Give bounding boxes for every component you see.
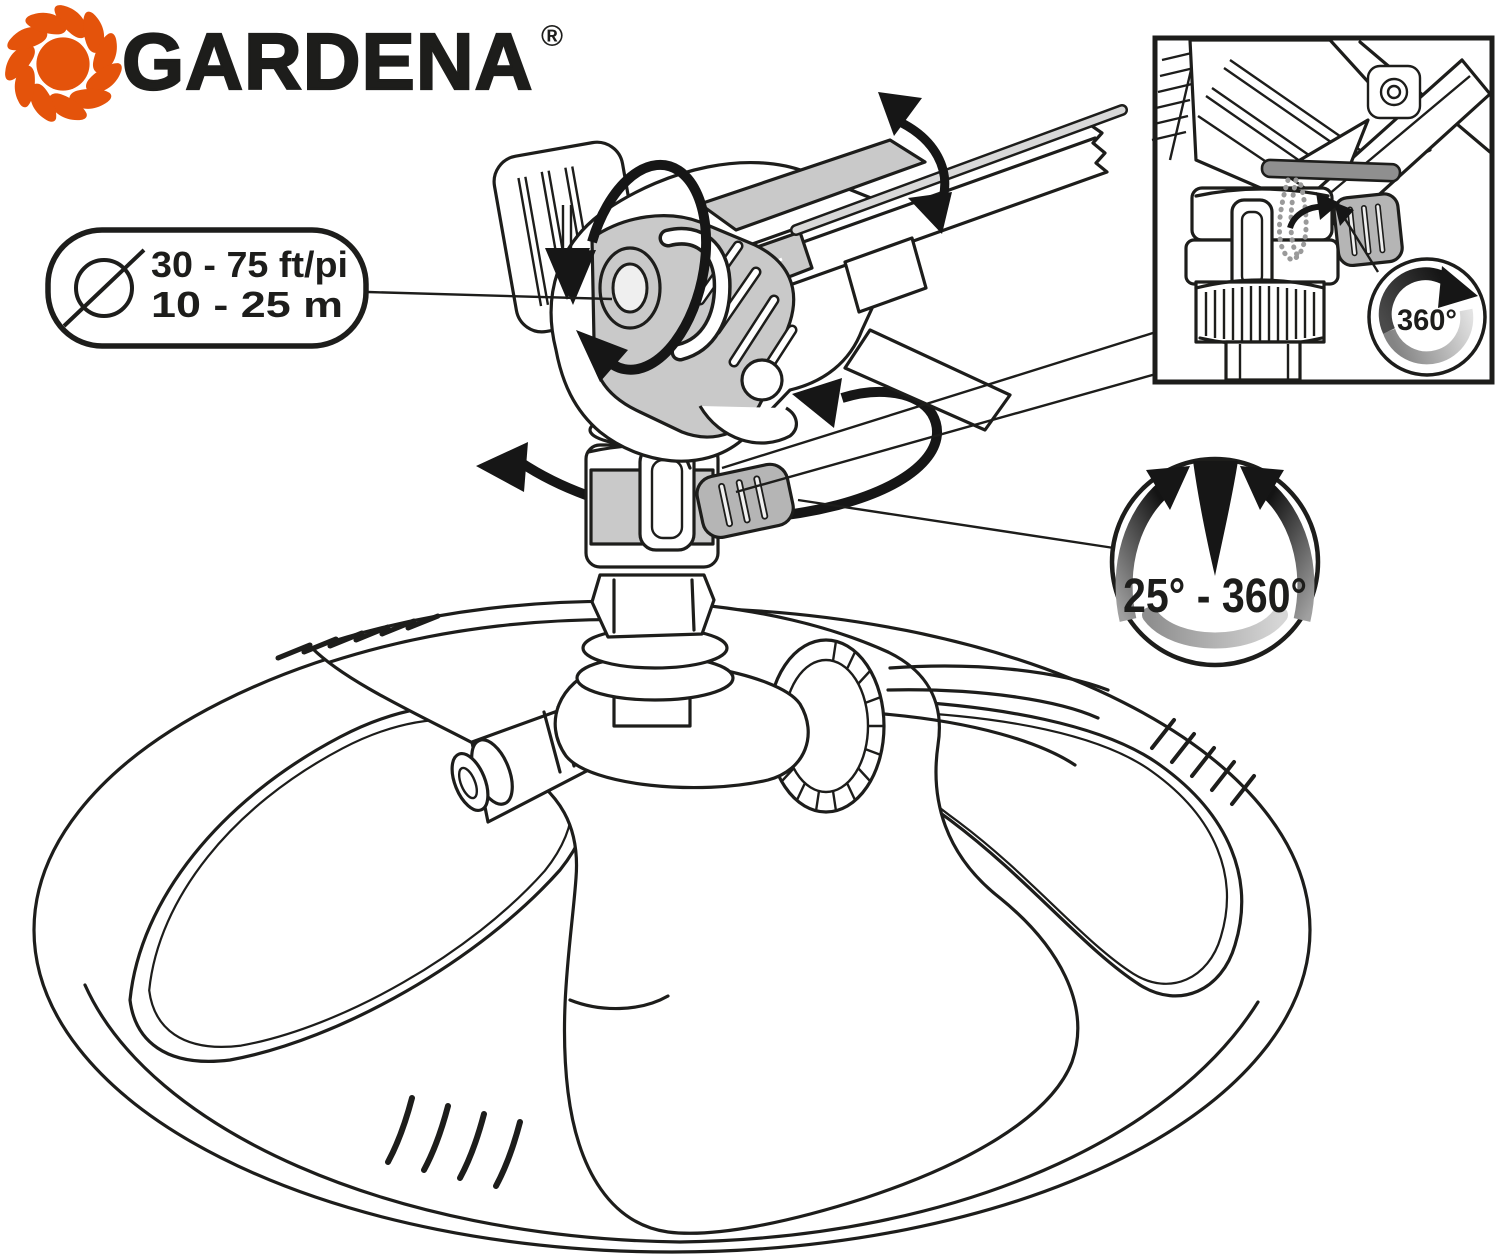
spray-width-callout: 30 - 75 ft/pi 10 - 25 m bbox=[45, 227, 369, 349]
riser-nut bbox=[590, 573, 716, 639]
inset-ribbed-nut bbox=[1194, 278, 1326, 347]
sector-arrow-left-icon bbox=[1146, 466, 1190, 510]
detail-inset: 360° bbox=[1151, 35, 1495, 385]
spring-cap bbox=[740, 358, 784, 402]
hood-creases bbox=[568, 664, 1110, 1011]
spray-width-line-1: 30 - 75 ft/pi bbox=[151, 244, 348, 285]
deflector-arm bbox=[843, 328, 1012, 432]
barrel-window bbox=[843, 236, 928, 314]
gardena-logo: GARDENA ® bbox=[1, 1, 563, 128]
sector-badge: 25° - 360° bbox=[1109, 456, 1321, 668]
vent-slashes-right bbox=[1150, 718, 1256, 806]
flower-center bbox=[36, 37, 90, 91]
quick-clamp bbox=[584, 426, 795, 569]
vent-slashes-top bbox=[275, 613, 441, 661]
tilt-arrow-icon bbox=[878, 92, 952, 234]
knurl-ribs bbox=[781, 640, 884, 812]
spring-loop bbox=[698, 405, 798, 445]
riser-column bbox=[575, 388, 795, 728]
vent-slashes-front bbox=[385, 1095, 523, 1189]
inset-leader-lines bbox=[721, 330, 1157, 494]
sector-arrows-icon bbox=[1115, 461, 1315, 649]
head-crest bbox=[698, 138, 927, 232]
brand-wordmark: GARDENA bbox=[122, 17, 533, 106]
down-arrow-icon bbox=[545, 205, 590, 300]
base-platform bbox=[32, 599, 1312, 1254]
base-rim-inner-line bbox=[83, 983, 1260, 1244]
sector-range-label: 25° - 360° bbox=[1123, 570, 1307, 623]
sector-arrow-right-icon bbox=[1240, 466, 1284, 510]
ring-arrow-icon bbox=[1378, 266, 1478, 365]
registered-mark: ® bbox=[541, 20, 563, 53]
inset-rotate-arrow-icon bbox=[1287, 192, 1340, 230]
sector-wedge-icon bbox=[1193, 461, 1238, 576]
knurled-coupling bbox=[766, 638, 886, 814]
trip-bracket bbox=[658, 226, 732, 362]
diameter-icon bbox=[62, 248, 146, 328]
inset-pointer-arrow bbox=[1334, 202, 1380, 273]
needle-rod bbox=[790, 104, 1128, 236]
inset-drawing bbox=[1151, 38, 1492, 382]
inset-blade bbox=[1260, 158, 1402, 183]
rotation-360-badge: 360° bbox=[1367, 257, 1487, 377]
gardena-flower-icon bbox=[1, 1, 127, 128]
base-hood bbox=[310, 599, 1080, 1235]
callout-leader-line bbox=[367, 290, 613, 301]
pivot-eye bbox=[598, 246, 662, 330]
sector-arc-icon bbox=[1142, 607, 1288, 649]
badge-leader-line bbox=[797, 498, 1115, 550]
sprinkler-head bbox=[492, 104, 1128, 463]
spray-width-line-2: 10 - 25 m bbox=[151, 284, 343, 325]
sprinkler-figure bbox=[32, 92, 1312, 1254]
badge-360-label: 360° bbox=[1397, 304, 1457, 337]
